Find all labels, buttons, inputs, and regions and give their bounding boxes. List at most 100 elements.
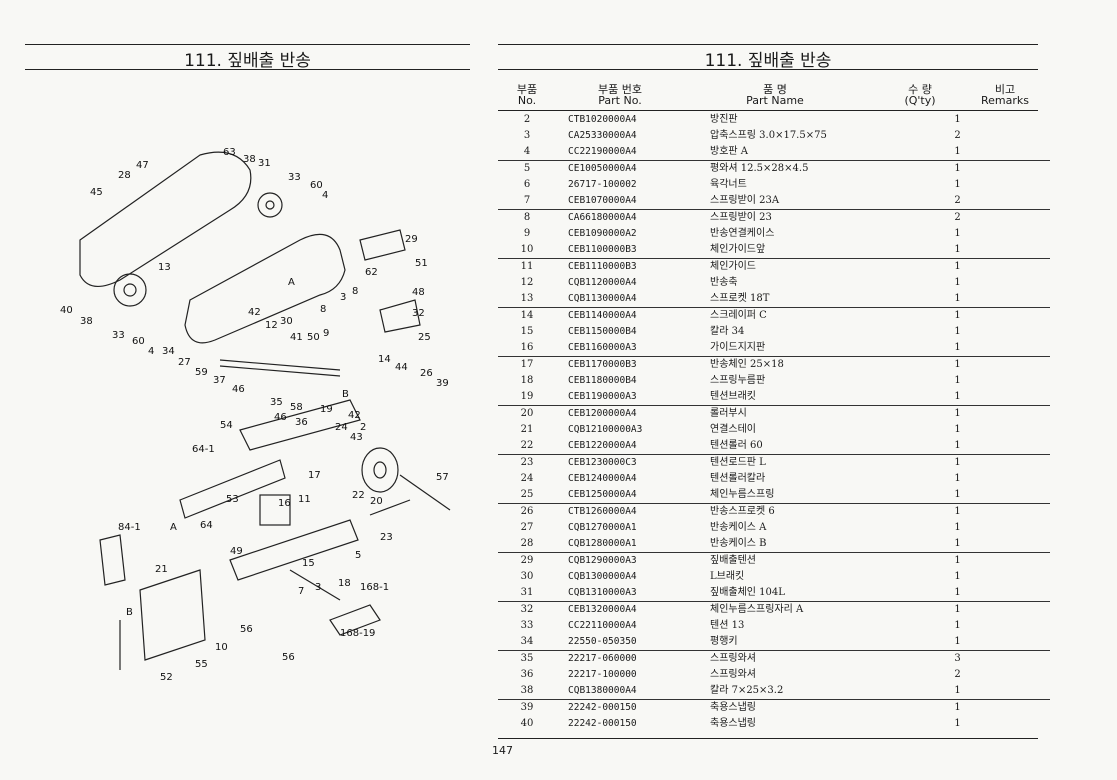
remarks-cell	[970, 112, 1050, 128]
remarks-cell	[970, 389, 1050, 406]
svg-text:40: 40	[60, 305, 73, 316]
lower-stay	[229, 519, 359, 581]
part-number-index: 18	[520, 375, 534, 386]
svg-text:32: 32	[412, 308, 425, 319]
part-code: CE10050000A4	[556, 160, 706, 177]
svg-text:34: 34	[162, 346, 175, 357]
svg-text:47: 47	[136, 160, 149, 171]
remarks-cell	[970, 373, 1050, 389]
part-name: 반송케이스 A	[710, 522, 767, 533]
remarks-cell	[970, 356, 1050, 373]
quantity: 1	[954, 587, 961, 598]
part-code: CEB1200000A4	[556, 405, 706, 422]
part-code: CQB1270000A1	[568, 522, 637, 533]
svg-text:64-1: 64-1	[192, 444, 215, 455]
svg-text:46: 46	[274, 412, 287, 423]
quantity: 1	[945, 405, 970, 422]
svg-text:4: 4	[148, 346, 154, 357]
quantity: 1	[954, 293, 961, 304]
part-name: 롤러부시	[706, 405, 945, 422]
tension-roller-22	[361, 447, 399, 493]
svg-text:51: 51	[415, 258, 428, 269]
part-code: CEB1100000B3	[568, 244, 637, 255]
part-code: CEB1170000B3	[556, 356, 706, 373]
remarks-cell	[970, 487, 1050, 504]
remarks-cell	[970, 716, 1050, 732]
part-code: CTB1020000A4	[568, 114, 637, 125]
remarks-cell	[970, 177, 1050, 193]
quantity: 1	[954, 473, 961, 484]
left-page-title: 111. 짚배출 반송	[184, 51, 311, 71]
svg-text:2: 2	[360, 422, 366, 433]
part-name: 텐션로드판 L	[706, 454, 945, 471]
svg-text:50: 50	[307, 332, 320, 343]
part-code: CEB1070000A4	[568, 195, 637, 206]
part-number-index: 14	[498, 307, 556, 324]
svg-text:33: 33	[288, 172, 301, 183]
part-number-index: 21	[520, 424, 534, 435]
quantity: 2	[945, 209, 970, 226]
part-code: CEB1240000A4	[568, 473, 637, 484]
svg-text:30: 30	[280, 316, 293, 327]
svg-text:46: 46	[232, 384, 245, 395]
part-name: 텐션 13	[710, 620, 745, 631]
quantity: 1	[954, 538, 961, 549]
svg-text:60: 60	[132, 336, 145, 347]
part-name: 스크레이퍼 C	[706, 307, 945, 324]
part-code: CQB1290000A3	[556, 552, 706, 569]
part-number-index: 20	[498, 405, 556, 422]
remarks-cell	[970, 552, 1050, 569]
svg-text:24: 24	[335, 422, 348, 433]
part-number-index: 39	[498, 699, 556, 716]
svg-text:56: 56	[240, 624, 253, 635]
remarks-cell	[970, 585, 1050, 602]
quantity: 1	[945, 356, 970, 373]
top-rule-right	[498, 44, 1038, 45]
part-code: 22550-050350	[568, 636, 637, 647]
part-code: CEB1230000C3	[556, 454, 706, 471]
remarks-cell	[970, 454, 1050, 471]
quantity: 1	[954, 522, 961, 533]
part-name: 반송축	[710, 277, 738, 288]
page-number: 147	[492, 744, 513, 757]
remarks-cell	[970, 258, 1050, 275]
quantity: 1	[954, 146, 961, 157]
part-name: 스프링받이 23A	[710, 195, 780, 206]
part-name: 평행키	[710, 636, 738, 647]
part-code: CQB1300000A4	[568, 571, 637, 582]
remarks-cell	[970, 128, 1050, 144]
part-code: CQB1380000A4	[568, 685, 637, 696]
part-name: 가이드지지판	[710, 342, 766, 353]
svg-text:45: 45	[90, 187, 103, 198]
part-code: CEB1220000A4	[568, 440, 637, 451]
part-number-index: 15	[520, 326, 534, 337]
part-name: 텐션롤러칼라	[710, 473, 766, 484]
svg-text:15: 15	[302, 558, 315, 569]
svg-text:11: 11	[298, 494, 311, 505]
svg-text:3: 3	[340, 292, 346, 303]
part-number-index: 38	[520, 685, 534, 696]
part-code: 22242-000150	[568, 718, 637, 729]
quantity: 1	[954, 685, 961, 696]
part-name: 방진판	[710, 114, 738, 125]
part-number-index: 23	[498, 454, 556, 471]
part-code: CQB1280000A1	[568, 538, 637, 549]
part-code: CC22190000A4	[568, 146, 637, 157]
remarks-cell	[970, 324, 1050, 340]
sprocket-upper	[257, 192, 283, 218]
part-number-index: 16	[520, 342, 534, 353]
bottom-rule	[498, 738, 1038, 739]
quantity: 1	[945, 552, 970, 569]
part-number-index: 13	[520, 293, 534, 304]
